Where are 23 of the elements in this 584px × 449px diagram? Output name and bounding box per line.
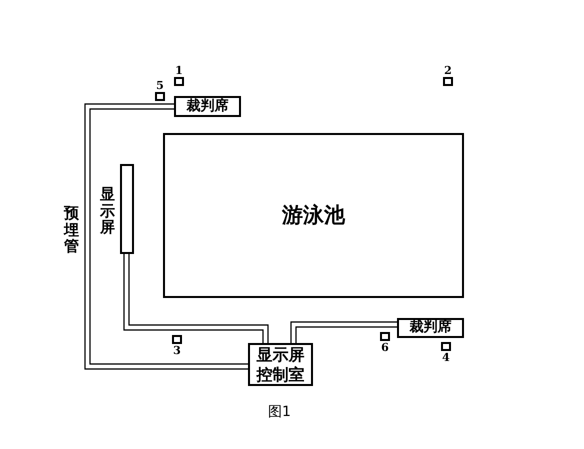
pool-label: 游泳池 bbox=[282, 202, 345, 229]
seat-marker bbox=[443, 77, 453, 86]
marker-number: 1 bbox=[174, 65, 184, 76]
seat-marker bbox=[172, 335, 182, 344]
seat-marker bbox=[380, 332, 390, 341]
cable-pipe bbox=[290, 321, 398, 344]
judge-seat-box: 裁判席 bbox=[397, 318, 464, 338]
judge-seat-box: 裁判席 bbox=[174, 96, 241, 117]
cable-pipe bbox=[84, 103, 249, 370]
figure-caption: 图1 bbox=[268, 403, 291, 422]
seat-marker bbox=[174, 77, 184, 86]
pool-outline bbox=[163, 133, 464, 298]
marker-number: 2 bbox=[443, 65, 453, 76]
marker-number: 5 bbox=[155, 80, 165, 91]
seat-marker bbox=[441, 342, 451, 351]
marker-number: 3 bbox=[172, 345, 182, 356]
marker-number: 6 bbox=[380, 342, 390, 353]
control-room-box: 显示屏控制室 bbox=[248, 343, 313, 386]
cable-pipe bbox=[123, 253, 269, 344]
display-label: 显示屏 bbox=[100, 186, 115, 236]
marker-number: 4 bbox=[441, 352, 451, 363]
seat-marker bbox=[155, 92, 165, 101]
edge-label: 预埋管 bbox=[64, 205, 79, 254]
